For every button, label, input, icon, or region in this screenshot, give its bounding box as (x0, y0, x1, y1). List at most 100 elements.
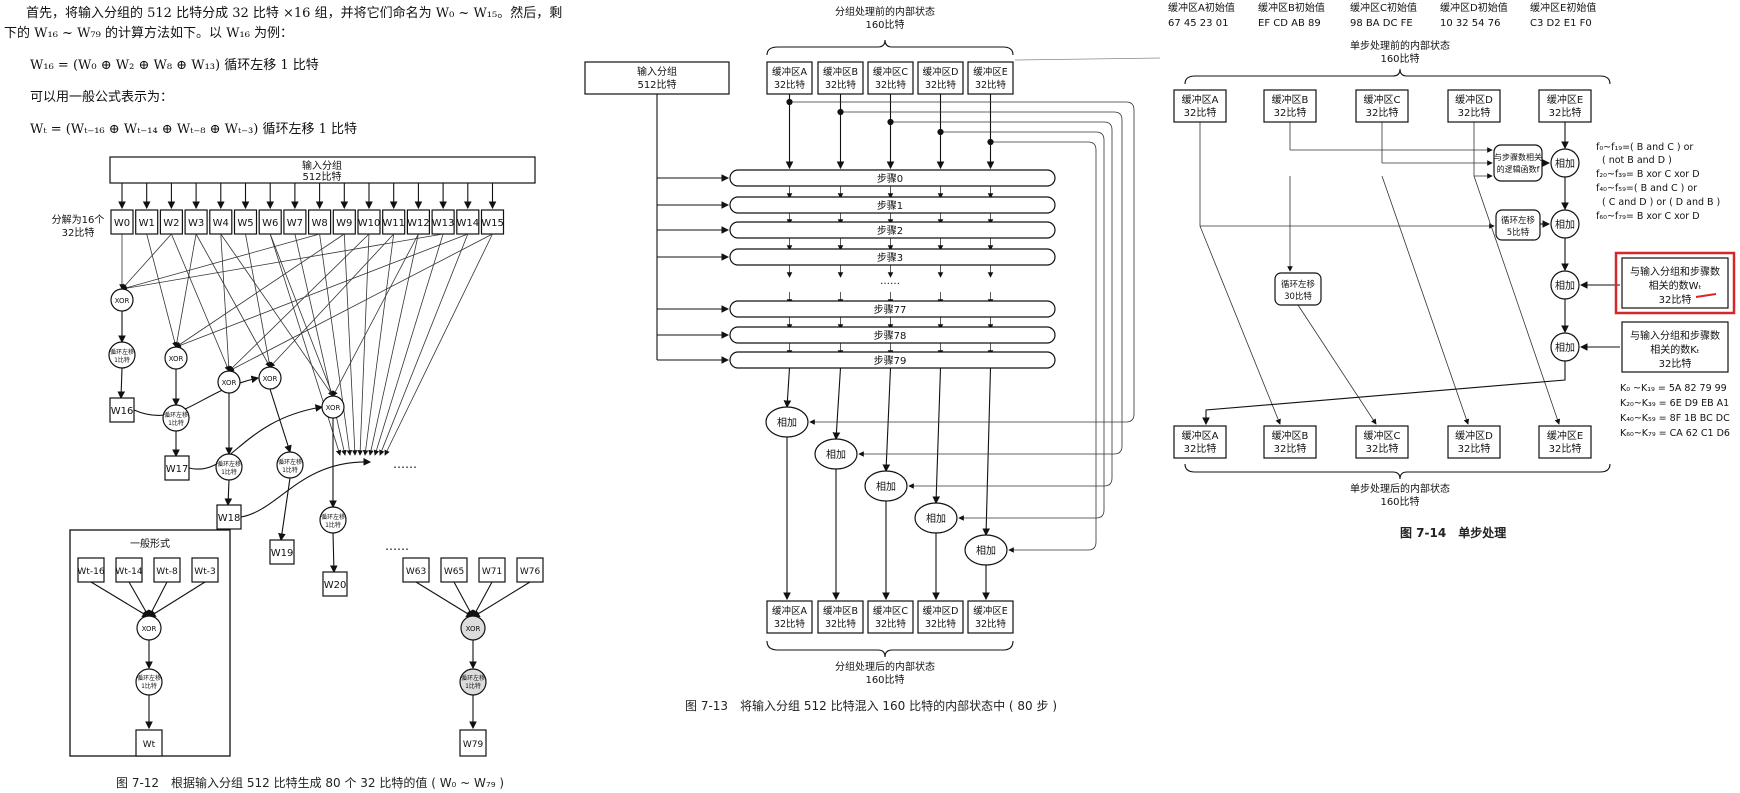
rotate-left-1bit-icon (135, 668, 163, 696)
junction-dot (937, 128, 944, 136)
word-to-xor-line (121, 233, 444, 291)
rot-label-1: 循环左移 (321, 513, 345, 521)
fig13-input-label: 输入分组 (637, 65, 677, 78)
xor-node (258, 366, 282, 390)
word-to-xor-line (332, 233, 419, 397)
step-label: 步骤2 (877, 225, 903, 237)
rot-label-1: 循环左移 (461, 674, 485, 682)
adder-label: 相加 (1555, 341, 1575, 354)
step-bar (729, 300, 1056, 318)
form-input-label: W71 (482, 567, 502, 577)
fig14-rot5-label-2: 5比特 (1507, 227, 1530, 238)
intro-line-2: 下的 W₁₆ ~ W₇₉ 的计算方法如下。以 W₁₆ 为例： (4, 26, 294, 41)
step-label: 步骤78 (874, 330, 907, 342)
rot-label-1: 循环左移 (164, 411, 188, 419)
fig14-kt-line-3: 32比特 (1659, 358, 1692, 370)
buffer-after-e (1538, 425, 1592, 459)
fig13-separator-line (1014, 57, 1161, 61)
buffer-after-d (1447, 425, 1501, 459)
fig14-caption: 图 7-14 单步处理 (1400, 526, 1507, 540)
word-label: W11 (382, 218, 405, 229)
output-word-label: W16 (111, 406, 134, 417)
word-to-xor-line (269, 233, 334, 397)
word-label: W1 (139, 218, 155, 229)
rotate-left-1bit-icon (276, 451, 304, 479)
fig14-wt-box (1621, 257, 1729, 309)
adder-node (914, 502, 958, 534)
k-constant-line: K₀ ~K₁₉ = 5A 82 79 99 (1620, 383, 1727, 394)
fig14-after-label: 单步处理后的内部状态 (1350, 482, 1450, 495)
word-label: W4 (213, 218, 229, 229)
xor-node (110, 288, 134, 312)
buffer-label: 缓冲区D (1455, 429, 1493, 442)
fig14-top-brace (1184, 68, 1611, 85)
fig12-input-label: 输入分组 (302, 159, 342, 172)
junction-dot (786, 98, 793, 106)
state-feedforward-line (990, 141, 1097, 553)
step-bar (729, 196, 1056, 214)
word-label: W5 (237, 218, 253, 229)
rot-label-1: 循环左移 (217, 460, 241, 468)
buffer-before-d (917, 61, 964, 95)
form-input-arrow (128, 581, 150, 618)
buffer-bits: 32比特 (825, 618, 857, 630)
buffer-label: 缓冲区C (873, 605, 909, 617)
fig14-before-bits: 160比特 (1380, 53, 1419, 65)
formula-wt: Wₜ = (Wₜ₋₁₆ ⊕ Wₜ₋₁₄ ⊕ Wₜ₋₈ ⊕ Wₜ₋₃) 循环左移 … (30, 122, 357, 137)
fig14-rot30-box (1274, 272, 1322, 306)
buffer-bits: 32比特 (975, 79, 1007, 91)
form-input-arrow (472, 581, 531, 618)
rot-to-output-arrow (329, 532, 338, 574)
buffer-label: 缓冲区E (1547, 429, 1583, 442)
fig14-after-bits: 160比特 (1380, 496, 1419, 508)
word-to-next-line (362, 233, 395, 456)
rot-label-1: 循环左移 (110, 348, 134, 356)
fig12-input-bits: 512比特 (302, 171, 341, 183)
adder-label: 相加 (876, 480, 896, 493)
fig14-logic-function-box (1493, 144, 1543, 182)
initial-value-header: 缓冲区D初始值 (1440, 1, 1508, 14)
word-label: W2 (163, 218, 179, 229)
word-label: W8 (311, 218, 327, 229)
output-word-label: W17 (166, 464, 189, 475)
xor-label: XOR (169, 355, 184, 363)
form-input-label: Wt-16 (77, 567, 104, 577)
rotate-left-1bit-icon (162, 404, 190, 432)
word-to-next-line (294, 233, 347, 456)
initial-value-hex: 10 32 54 76 (1440, 18, 1500, 29)
buffer-after-d (917, 600, 964, 634)
buffer-label: 缓冲区C (873, 66, 909, 78)
adder-label: 相加 (926, 512, 946, 525)
output-word-label: W18 (218, 513, 241, 524)
word-label: W14 (456, 218, 479, 229)
function-definition: f₂₀~f₃₉= B xor C xor D (1596, 169, 1700, 180)
buffer-before-a (766, 61, 813, 95)
output-word-label: W19 (271, 548, 294, 559)
form-input-label: Wt-14 (115, 567, 142, 577)
word-to-next-line (384, 233, 493, 456)
state-feedforward-line (789, 101, 1135, 425)
fig12-connections (117, 183, 497, 574)
c-to-d-line (1381, 175, 1470, 425)
initial-value-header: 缓冲区C初始值 (1350, 1, 1417, 14)
buffer-after-a (766, 600, 813, 634)
fig13-after-bits: 160比特 (865, 674, 904, 686)
general-formula-intro: 可以用一般公式表示为： (30, 90, 174, 105)
adder-label: 相加 (1555, 218, 1575, 231)
step-bar (729, 326, 1056, 344)
rot30-to-c-line (1297, 304, 1377, 425)
buffer-label: 缓冲区D (923, 605, 959, 617)
buffer-after-b (817, 600, 864, 634)
rot-to-output-arrow (224, 479, 233, 507)
buffer-label: 缓冲区A (1182, 429, 1219, 442)
form-input-box (516, 557, 544, 583)
word-to-xor-line (195, 233, 271, 368)
adder-label: 相加 (777, 416, 797, 429)
adder-label: 相加 (826, 448, 846, 461)
intro-line-1: 首先，将输入分组的 512 比特分成 32 比特 ×16 组，并将它们命名为 W… (26, 6, 563, 21)
adder-node (1550, 270, 1580, 300)
